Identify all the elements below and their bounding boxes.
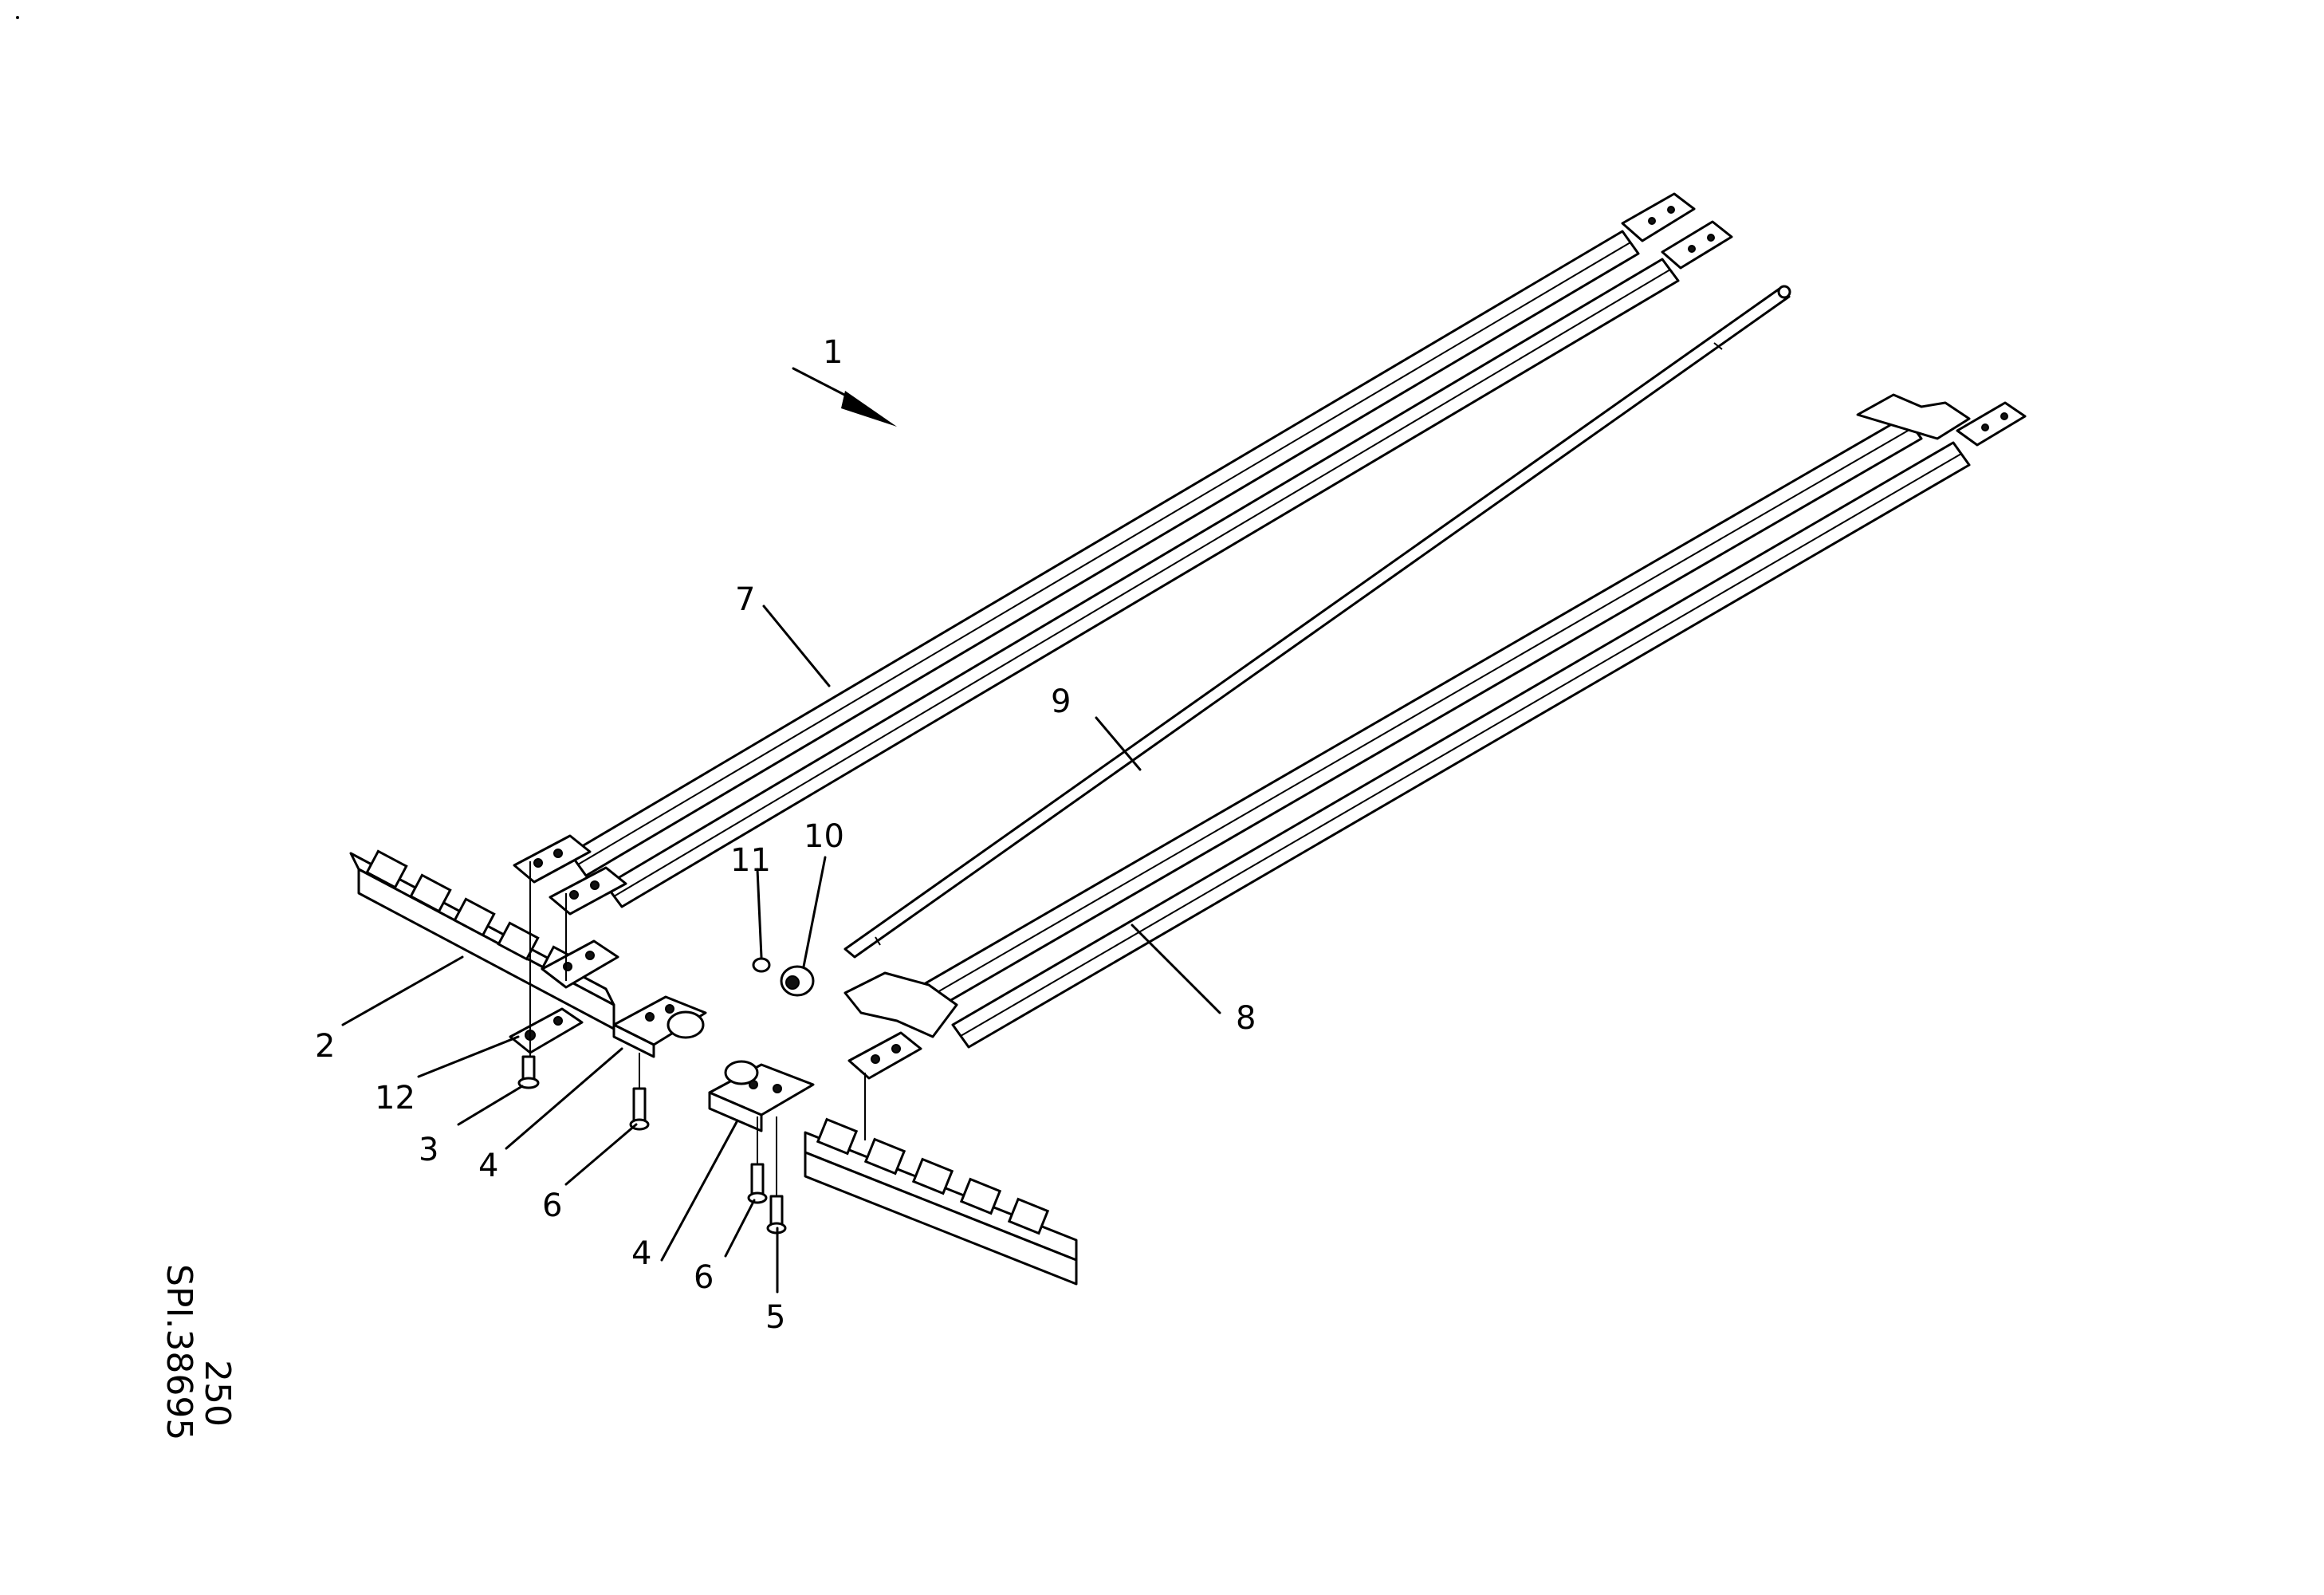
direction-arrow [792,367,897,427]
corner-mark [16,16,19,19]
upper-rail-assembly [513,192,1733,916]
screw-6b [747,1163,768,1204]
right-chain-segment [804,1117,1078,1286]
clamp-4b [708,1060,815,1132]
callout-1: 1 [823,334,843,371]
callout-labels: 1 2 3 4 4 5 6 6 7 8 9 10 11 12 [315,334,1256,1336]
rod-assembly [843,285,1791,959]
sheet-number: 250 [197,1360,238,1427]
drawing-number: SPI.38695 [159,1264,199,1440]
callout-6b: 6 [694,1259,714,1296]
reference-block: SPI.38695 250 [159,1264,238,1440]
callout-4b: 4 [631,1235,651,1272]
callout-11: 11 [730,842,771,879]
screw-3 [517,1055,540,1089]
callout-3: 3 [419,1132,438,1168]
plate-12 [509,1007,584,1054]
lower-rail-assembly [843,393,2027,1080]
clamp-4a [612,995,707,1058]
callout-12: 12 [375,1080,415,1116]
callout-7: 7 [735,581,755,618]
callout-5: 5 [765,1299,785,1336]
callout-10: 10 [804,818,844,855]
bearing-10 [780,965,815,997]
callout-4a: 4 [478,1148,498,1184]
leader-lines [341,605,1221,1294]
left-chain-segment [349,849,619,1030]
callout-9: 9 [1051,683,1071,720]
nut-11 [752,957,771,973]
callout-6a: 6 [542,1187,562,1224]
callout-8: 8 [1236,1000,1256,1037]
screw-6a [629,1087,650,1131]
callout-2: 2 [315,1028,335,1065]
